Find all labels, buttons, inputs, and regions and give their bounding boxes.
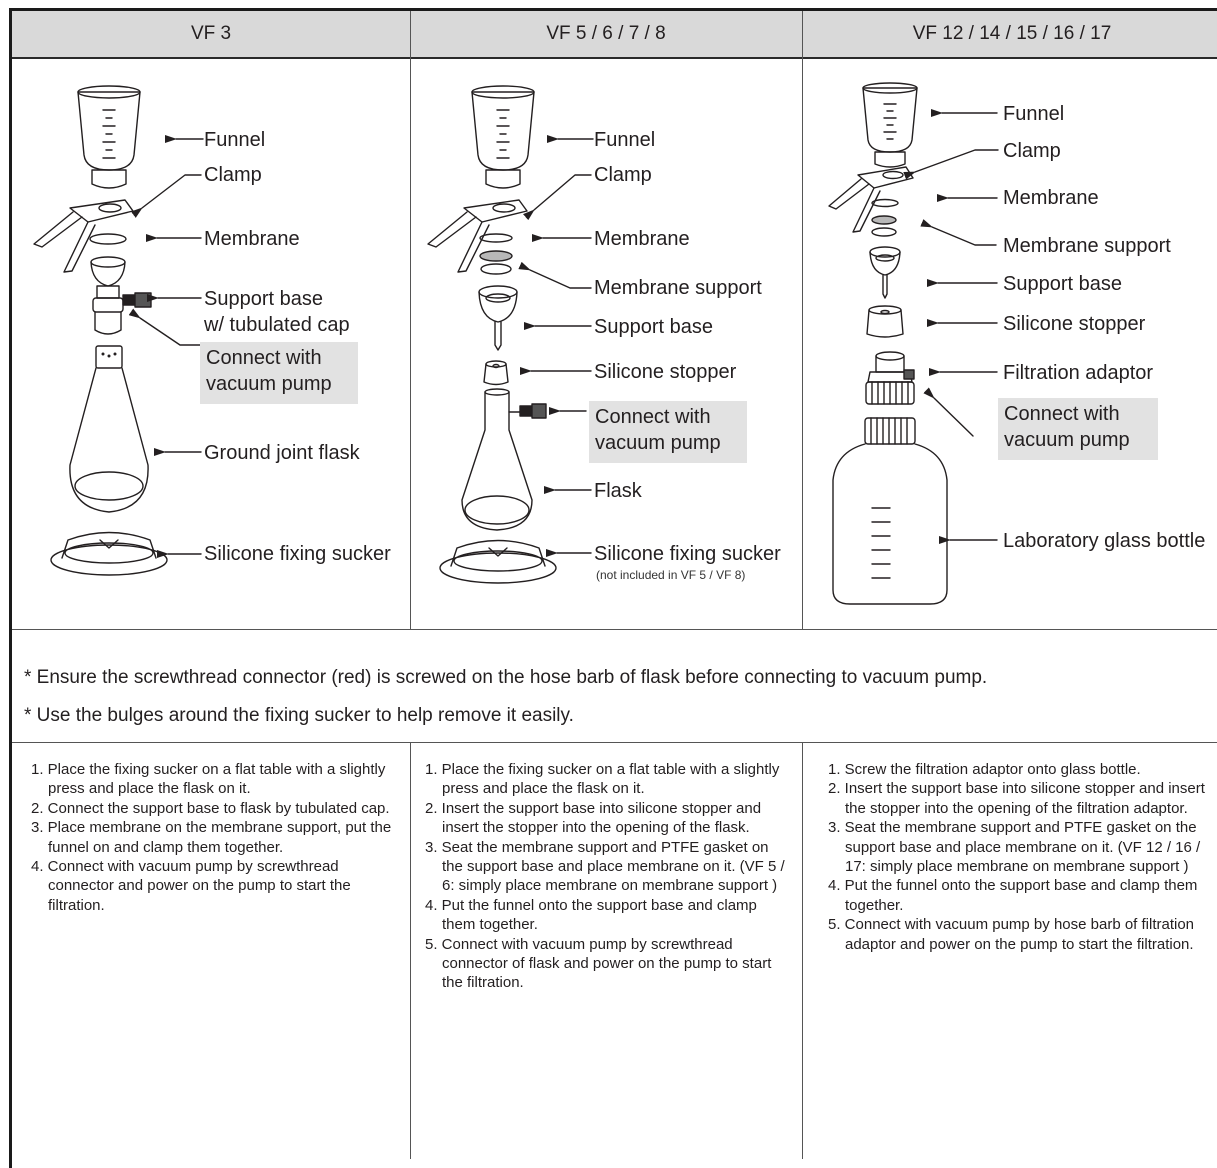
vf5-sucker-label: Silicone fixing sucker (594, 543, 781, 565)
vf3-flask-icon (69, 345, 149, 513)
vf5-stopper-label: Silicone stopper (594, 361, 737, 383)
row-divider (12, 629, 1217, 630)
step-item: 5. Connect with vacuum pump by hose barb… (828, 916, 1195, 953)
arrow-icon (128, 308, 203, 346)
vf5-membrane-label: Membrane (594, 228, 690, 250)
step-item: 3. Seat the membrane support and PTFE ga… (425, 838, 785, 895)
vf3-connect-line-2: vacuum pump (206, 373, 332, 395)
vf5-clamp-icon (427, 199, 528, 273)
vf12-clamp-label: Clamp (1003, 140, 1061, 162)
column-header-vf5-8: VF 5 / 6 / 7 / 8 (546, 23, 666, 44)
vf12-membrane-support-label: Membrane support (1003, 235, 1171, 257)
vf5-stopper-icon (483, 360, 509, 386)
note-fixing-sucker: * Use the bulges around the fixing sucke… (24, 705, 574, 726)
vf3-clamp-label: Clamp (204, 164, 262, 186)
vf5-sucker-note: (not included in VF 5 / VF 8) (596, 568, 746, 582)
header-row: VF 3 VF 5 / 6 / 7 / 8 VF 12 / 14 / 15 / … (12, 11, 1217, 59)
column-header-vf3: VF 3 (190, 23, 232, 44)
vf5-connect-line-1: Connect with (595, 406, 711, 428)
vf5-support-base-label: Support base (594, 316, 713, 338)
column-divider (802, 742, 803, 1159)
row-divider (12, 742, 1217, 743)
step-item: 4. Put the funnel onto the support base … (828, 877, 1198, 914)
vf5-membrane-support-label: Membrane support (594, 277, 762, 299)
steps-vf5-8: 1. Place the fixing sucker on a flat tab… (425, 760, 793, 993)
step-item: 2. Connect the support base to flask by … (31, 799, 390, 817)
vf3-clamp-icon (33, 199, 134, 273)
note-screwthread: * Ensure the screwthread connector (red)… (24, 667, 988, 688)
step-item: 3. Seat the membrane support and PTFE ga… (828, 819, 1201, 876)
vf3-support-base-icon (90, 256, 152, 335)
vf12-membrane-support-icon (871, 215, 897, 237)
step-item: 4. Put the funnel onto the support base … (425, 896, 757, 934)
vf12-support-base-icon (869, 246, 901, 299)
vf5-clamp-label: Clamp (594, 164, 652, 186)
vf3-funnel-icon (77, 85, 141, 189)
column-divider (802, 11, 803, 629)
vf3-sucker-label: Silicone fixing sucker (204, 543, 391, 565)
vf12-membrane-icon (871, 198, 899, 208)
vf3-support-base-label-2: w/ tubulated cap (204, 314, 350, 336)
vf5-sucker-icon (439, 539, 557, 584)
vf5-support-base-icon (478, 285, 518, 351)
vf5-membrane-support-icon (479, 250, 513, 275)
vf3-sucker-icon (50, 531, 168, 576)
vf12-stopper-label: Silicone stopper (1003, 313, 1146, 335)
table-frame (9, 8, 1217, 1168)
vf12-clamp-icon (828, 166, 914, 233)
step-item: 5. Connect with vacuum pump by screwthre… (425, 935, 772, 992)
vf12-funnel-label: Funnel (1003, 103, 1065, 125)
arrow-icon (923, 387, 974, 437)
arrow-icon (920, 219, 997, 246)
steps-vf12-17: 1. Screw the filtration adaptor onto gla… (828, 760, 1212, 954)
column-divider (410, 11, 411, 629)
assembly-illustrations (33, 82, 999, 605)
vf12-support-base-label: Support base (1003, 273, 1122, 295)
vf12-adaptor-label: Filtration adaptor (1003, 362, 1154, 384)
steps-vf3: 1. Place the fixing sucker on a flat tab… (31, 760, 405, 915)
step-item: 1. Place the fixing sucker on a flat tab… (31, 761, 386, 798)
vf12-bottle-icon (832, 417, 948, 605)
step-item: 4. Connect with vacuum pump by screwthre… (31, 858, 351, 914)
column-header-vf12-17: VF 12 / 14 / 15 / 16 / 17 (912, 23, 1112, 44)
arrow-icon (903, 149, 999, 180)
vf12-stopper-icon (866, 305, 904, 338)
arrow-icon (518, 261, 592, 289)
vf5-funnel-label: Funnel (594, 129, 656, 151)
vf12-connect-line-2: vacuum pump (1004, 429, 1130, 451)
column-divider (410, 742, 411, 1159)
vf5-connect-vacuum-callout: Connect with vacuum pump (589, 401, 747, 463)
vf3-funnel-label: Funnel (204, 129, 266, 151)
vf3-membrane-label: Membrane (204, 228, 300, 250)
vf5-flask-label: Flask (594, 480, 642, 502)
step-item: 2. Insert the support base into silicone… (425, 799, 762, 837)
vf12-funnel-icon (862, 82, 918, 168)
vf12-connect-line-1: Connect with (1004, 403, 1120, 425)
vf5-flask-icon (461, 388, 547, 531)
vf3-connect-line-1: Connect with (206, 347, 322, 369)
step-item: 3. Place membrane on the membrane suppor… (31, 819, 392, 856)
arrow-icon (523, 174, 592, 221)
arrow-icon (130, 174, 202, 218)
vf12-adaptor-icon (865, 351, 915, 405)
vf3-flask-label: Ground joint flask (204, 442, 360, 464)
vf3-connect-vacuum-callout: Connect with vacuum pump (200, 342, 358, 404)
step-item: 2. Insert the support base into silicone… (828, 780, 1205, 817)
vf12-connect-vacuum-callout: Connect with vacuum pump (998, 398, 1158, 460)
vf3-membrane-icon (89, 233, 127, 245)
vf5-funnel-icon (471, 85, 535, 189)
step-item: 1. Screw the filtration adaptor onto gla… (828, 761, 1141, 778)
vf5-connect-line-2: vacuum pump (595, 432, 721, 454)
vf12-bottle-label: Laboratory glass bottle (1003, 530, 1206, 552)
vf5-membrane-icon (479, 233, 513, 243)
vf12-membrane-label: Membrane (1003, 187, 1099, 209)
step-item: 1. Place the fixing sucker on a flat tab… (425, 761, 780, 798)
vf3-support-base-label: Support base (204, 288, 323, 310)
